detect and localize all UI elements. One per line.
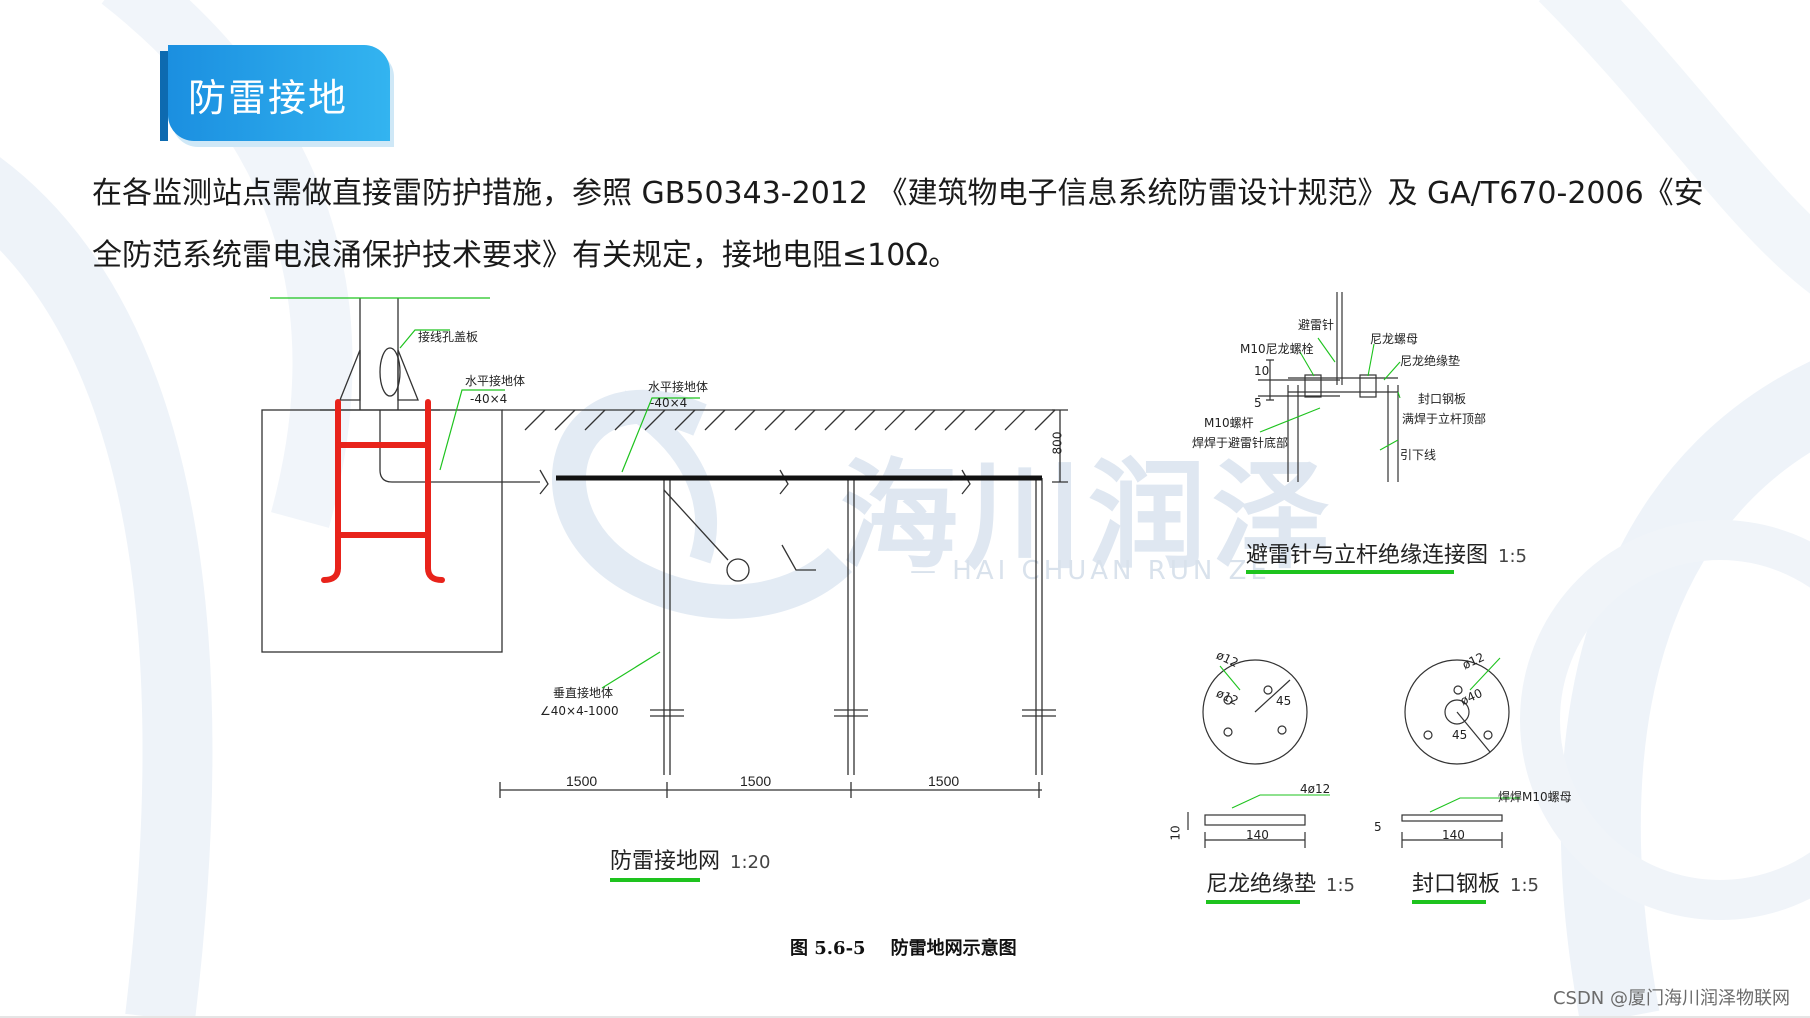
detail-conn-caption: 避雷针与立杆绝缘连接图 1:5 bbox=[1246, 537, 1527, 569]
label-plate-bolt: 焊焊M10螺母 bbox=[1498, 790, 1572, 804]
spacing-3: 1500 bbox=[928, 773, 960, 789]
label-seal-plate: 封口钢板 bbox=[1418, 392, 1467, 406]
figure-caption: 图 5.6-5 防雷地网示意图 bbox=[790, 938, 1017, 959]
spacing-1: 1500 bbox=[566, 773, 598, 789]
label-down-conductor: 引下线 bbox=[1400, 448, 1437, 462]
detail-conn-scale: 1:5 bbox=[1498, 546, 1527, 567]
plate-scale: 1:5 bbox=[1510, 875, 1539, 896]
plate-title: 封口钢板 bbox=[1412, 872, 1501, 897]
body-paragraph: 在各监测站点需做直接雷防护措施，参照 GB50343-2012 《建筑物电子信息… bbox=[92, 176, 1704, 273]
label-cover-plate: 接线孔盖板 bbox=[418, 330, 479, 344]
label-dim-10: 10 bbox=[1254, 364, 1270, 378]
bottom-divider bbox=[0, 1016, 1810, 1018]
label-pad-thickness: 10 bbox=[1168, 825, 1183, 841]
label-nylon-nut: 尼龙螺母 bbox=[1370, 332, 1419, 346]
label-horizontal-1: 水平接地体 bbox=[465, 374, 526, 388]
label-pad-width: 140 bbox=[1246, 828, 1269, 842]
label-pad-angle: 45 bbox=[1276, 694, 1292, 708]
main-drawing-scale: 1:20 bbox=[730, 852, 771, 873]
detail-conn-title: 避雷针与立杆绝缘连接图 bbox=[1246, 543, 1489, 568]
pad-scale: 1:5 bbox=[1326, 875, 1355, 896]
main-caption-underline bbox=[610, 878, 700, 882]
label-plate-angle: 45 bbox=[1452, 728, 1468, 742]
label-m10-nylon-bolt: M10尼龙螺栓 bbox=[1240, 342, 1314, 356]
main-drawing-caption: 防雷接地网 1:20 bbox=[610, 843, 770, 875]
label-nylon-pad: 尼龙绝缘垫 bbox=[1400, 354, 1461, 368]
pad-underline bbox=[1206, 900, 1300, 904]
label-vertical-spec: ∠40×4-1000 bbox=[540, 704, 619, 718]
pad-caption: 尼龙绝缘垫 1:5 bbox=[1206, 866, 1355, 898]
watermark-logo-text: 海川润泽 bbox=[840, 447, 1337, 585]
page-title: 防雷接地 bbox=[188, 76, 349, 120]
plate-underline bbox=[1412, 900, 1486, 904]
label-weld-top: 满焊于立杆顶部 bbox=[1402, 412, 1487, 426]
label-rod: 避雷针 bbox=[1298, 318, 1335, 332]
label-horizontal-2: 水平接地体 bbox=[648, 380, 709, 394]
watermark-logo-subtext: — HAI CHUAN RUN ZE — bbox=[910, 556, 1314, 586]
detail-conn-underline bbox=[1246, 570, 1454, 574]
main-drawing-title: 防雷接地网 bbox=[610, 849, 721, 874]
spacing-2: 1500 bbox=[740, 773, 772, 789]
label-plate-thickness: 5 bbox=[1374, 820, 1382, 834]
plate-caption: 封口钢板 1:5 bbox=[1412, 866, 1539, 898]
label-pad-4holes: 4ø12 bbox=[1300, 782, 1331, 796]
label-m10-rod: M10螺杆 bbox=[1204, 416, 1254, 430]
label-horizontal-1-spec: -40×4 bbox=[470, 392, 508, 406]
label-vertical: 垂直接地体 bbox=[553, 686, 614, 700]
label-plate-width: 140 bbox=[1442, 828, 1465, 842]
label-dim-5: 5 bbox=[1254, 396, 1262, 410]
pad-title: 尼龙绝缘垫 bbox=[1206, 872, 1317, 897]
csdn-watermark: CSDN @厦门海川润泽物联网 bbox=[1552, 988, 1790, 1009]
label-depth: 800 bbox=[1050, 431, 1065, 455]
label-horizontal-2-spec: -40×4 bbox=[650, 396, 688, 410]
label-weld-base: 焊焊于避雷针底部 bbox=[1192, 436, 1289, 450]
title-tab: 防雷接地 bbox=[160, 45, 390, 141]
